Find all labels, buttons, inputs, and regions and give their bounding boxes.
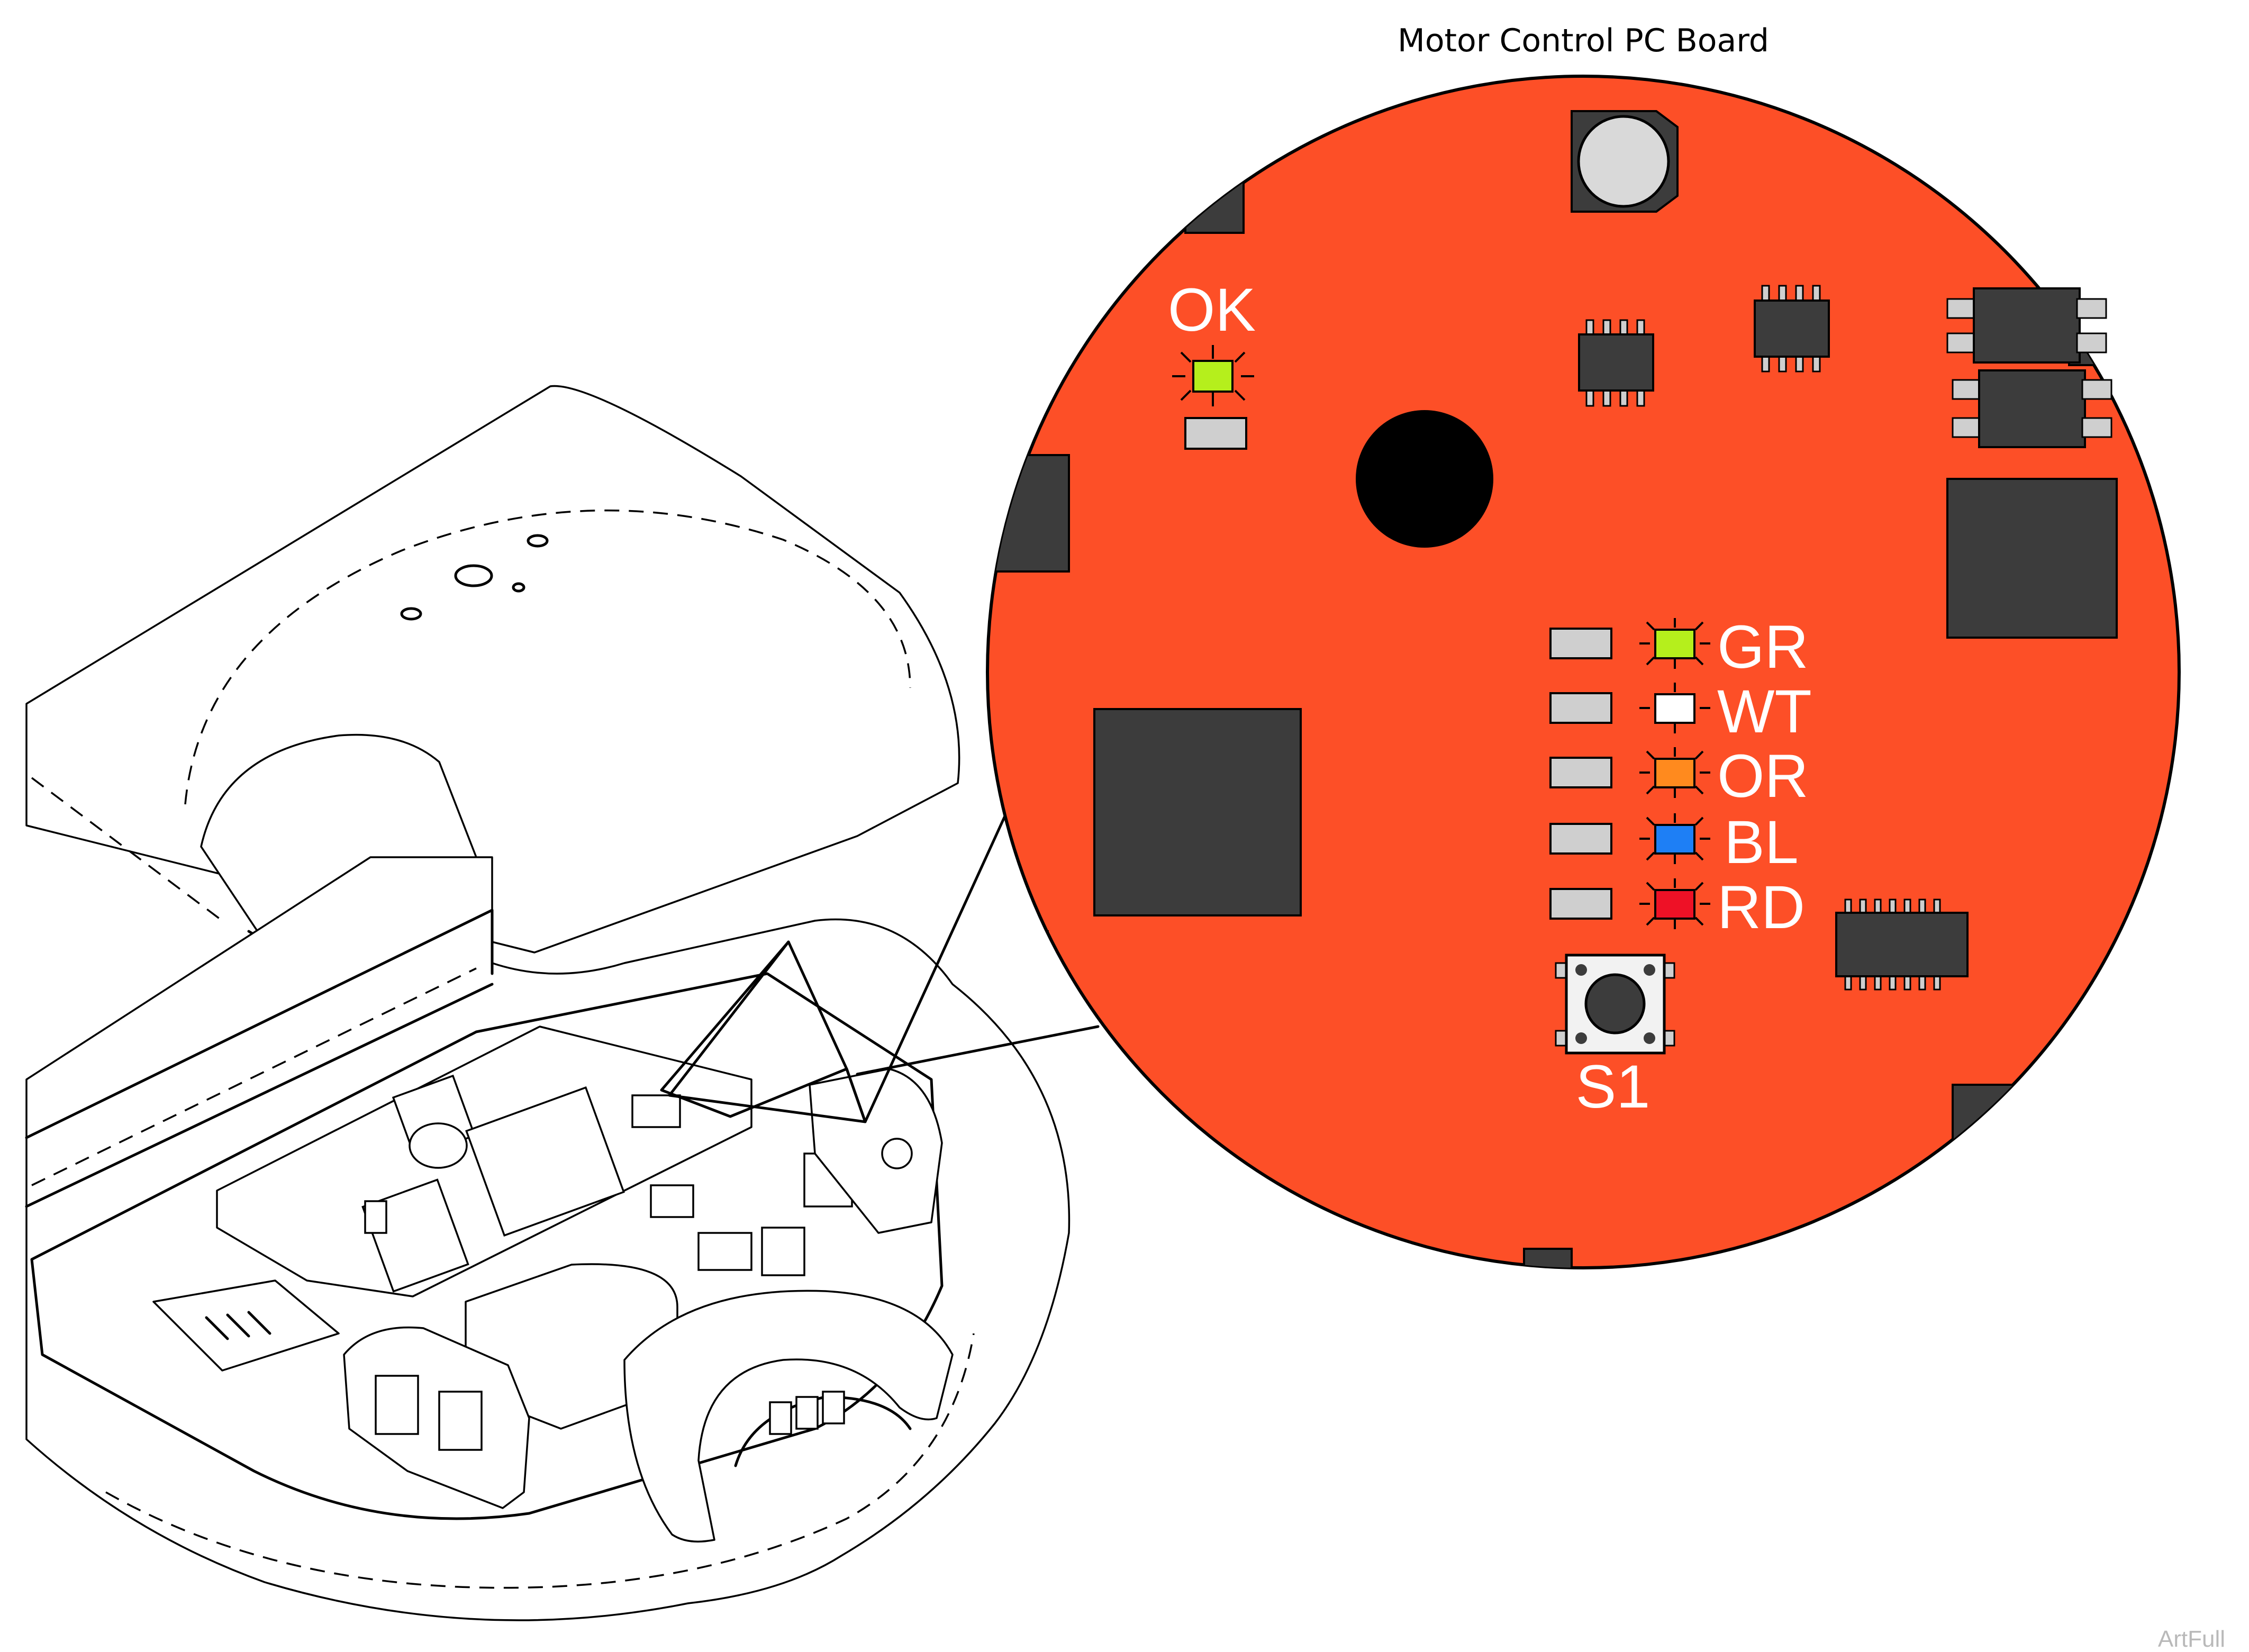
led-or — [1639, 747, 1710, 798]
diode-lower — [1952, 369, 2112, 448]
led-label-gr: GR — [1717, 613, 1809, 681]
diode-upper — [1946, 287, 2107, 364]
led-gr — [1639, 618, 1710, 669]
ic-large-left — [1093, 708, 1302, 916]
resistor-or — [1549, 757, 1612, 788]
led-bl — [1639, 813, 1710, 864]
board-title: Motor Control PC Board — [1398, 22, 1769, 59]
ic-large-right — [1946, 478, 2118, 639]
switch-s1-button[interactable] — [1584, 973, 1646, 1034]
unit-illustration — [25, 385, 1071, 1621]
resistor-wt — [1549, 692, 1612, 724]
resistor-bl — [1549, 823, 1612, 855]
resistor-ok — [1184, 417, 1247, 450]
resistor-gr — [1549, 628, 1612, 659]
chip-lower-left-edge — [1004, 930, 1049, 1049]
ic-soic-14 — [1835, 898, 1969, 991]
switch-s1[interactable] — [1555, 954, 1675, 1055]
led-label-bl: BL — [1724, 809, 1799, 876]
watermark: ArtFull — [2158, 1626, 2225, 1652]
ic-soic-b — [1754, 285, 1830, 373]
led-label-or: OR — [1717, 742, 1809, 810]
led-label-rd: RD — [1717, 874, 1805, 941]
led-column: GR WT — [1549, 613, 1812, 941]
led-label-ok: OK — [1168, 276, 1256, 344]
chip-left-edge — [987, 454, 1070, 573]
led-wt — [1639, 683, 1710, 733]
chip-bottom-edge — [1523, 1248, 1573, 1268]
led-rd — [1639, 878, 1710, 929]
mounting-hole — [1356, 410, 1493, 548]
led-ok — [1172, 345, 1254, 406]
resistor-rd — [1549, 888, 1612, 920]
buzzer-disc — [1577, 115, 1670, 208]
switch-label-s1: S1 — [1576, 1053, 1651, 1121]
ic-soic-a — [1578, 319, 1654, 407]
board-magnified: OK — [986, 75, 2181, 1269]
led-label-wt: WT — [1717, 678, 1812, 746]
